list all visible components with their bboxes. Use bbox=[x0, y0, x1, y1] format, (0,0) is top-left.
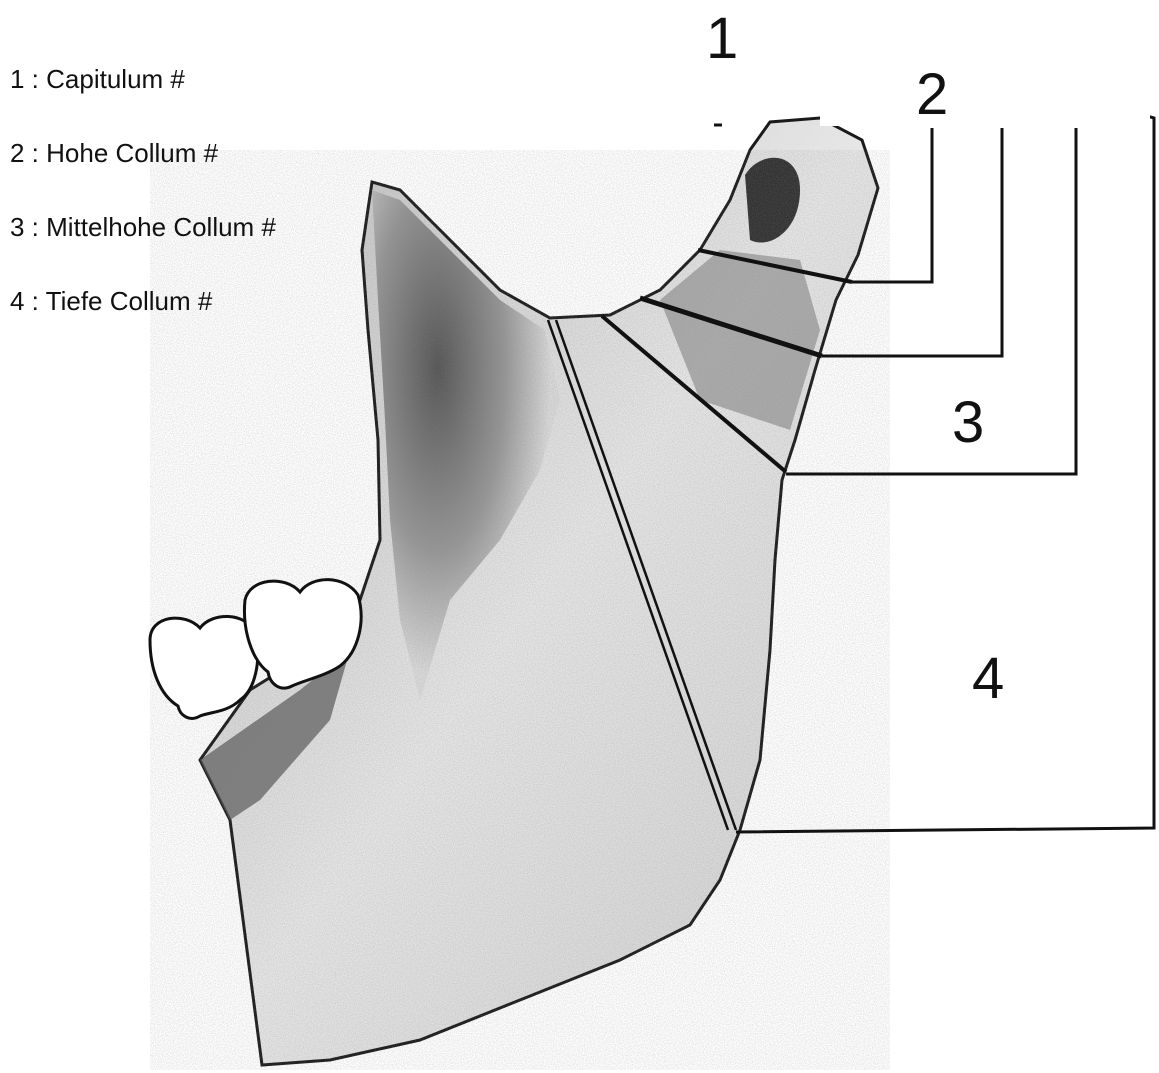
legend-item-mittelhohe-collum: 3 : Mittelhohe Collum # bbox=[10, 212, 276, 286]
label-4: 4 bbox=[972, 650, 1004, 708]
legend: 1 : Capitulum # 2 : Hohe Collum # 3 : Mi… bbox=[10, 64, 276, 360]
header-mask bbox=[820, 100, 1150, 126]
label-2: 2 bbox=[916, 66, 948, 124]
legend-item-capitulum: 1 : Capitulum # bbox=[10, 64, 276, 138]
legend-item-hohe-collum: 2 : Hohe Collum # bbox=[10, 138, 276, 212]
label-3: 3 bbox=[952, 394, 984, 452]
legend-item-tiefe-collum: 4 : Tiefe Collum # bbox=[10, 286, 276, 360]
label-1: 1 bbox=[706, 10, 738, 68]
